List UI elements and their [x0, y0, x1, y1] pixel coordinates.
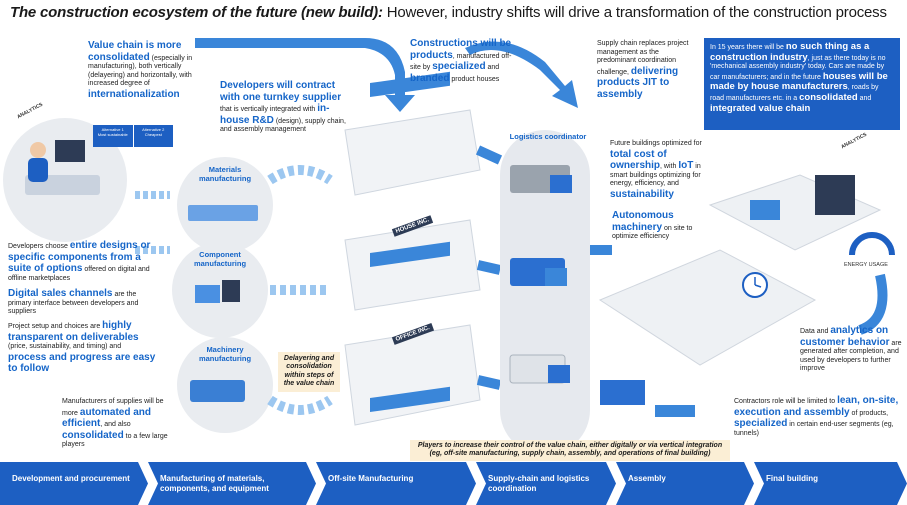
- future-buildings-text: Future buildings optimized for total cos…: [610, 140, 702, 200]
- person-body: [28, 158, 48, 182]
- top-arrow-left: [195, 38, 415, 112]
- page-title: The construction ecosystem of the future…: [10, 4, 887, 21]
- warehouse: [600, 380, 645, 405]
- stage-offsite: Off-site Manufacturing: [316, 462, 476, 505]
- turnkey-heading: Developers will contract with one turnke…: [220, 80, 342, 103]
- value-chain-body: (especially in manufacturing), both vert…: [88, 54, 193, 88]
- players-note: Players to increase their control of the…: [410, 440, 730, 461]
- top-arrow-right: [465, 41, 578, 108]
- title-bold: The construction ecosystem of the future…: [10, 4, 383, 21]
- developers-choose-text: Developers choose entire designs or spec…: [8, 240, 151, 282]
- autonomous-text: Autonomous machinery on site to optimize…: [612, 210, 693, 241]
- factory-top: [344, 109, 481, 196]
- dashed-arrow-1: [267, 165, 333, 185]
- person-head: [30, 142, 46, 158]
- stage-final-building: Final building: [754, 462, 907, 505]
- stage-assembly: Assembly: [616, 462, 754, 505]
- stage-bar: Development and procurement Manufacturin…: [0, 462, 907, 505]
- value-chain-text: Value chain is more consolidated (especi…: [88, 40, 216, 101]
- assembly-site: [598, 249, 817, 366]
- industry-statement-box: In 15 years there will be no such thing …: [704, 38, 900, 130]
- value-chain-heading: Value chain is more consolidated: [88, 40, 182, 63]
- data-analytics-text: Data and analytics on customer behavior …: [800, 325, 902, 373]
- turnkey-text: Developers will contract with one turnke…: [220, 80, 346, 134]
- suppliers-text: Manufacturers of supplies will be more a…: [62, 398, 168, 449]
- stage-development: Development and procurement: [0, 462, 148, 505]
- value-chain-intl: internationalization: [88, 88, 180, 100]
- title-rest: However, industry shifts will drive a tr…: [382, 4, 887, 21]
- energy-usage-label: ENERGY USAGE: [844, 262, 888, 268]
- contractors-text: Contractors role will be limited to lean…: [734, 395, 899, 437]
- monitor-illustration: [55, 140, 85, 162]
- logistics-coordinator-label: Logistics coordinator: [509, 132, 587, 141]
- dashed-arrow-3: [267, 395, 333, 415]
- factory-bottom: [344, 324, 481, 426]
- energy-gauge: [849, 232, 895, 256]
- digital-sales-text: Digital sales channels are the primary i…: [8, 288, 139, 316]
- stage-supply-chain: Supply-chain and logistics coordination: [476, 462, 616, 505]
- component-label: Component manufacturing: [193, 250, 247, 268]
- constructions-text: Constructions will be products, manufact…: [410, 38, 512, 84]
- machinery-label: Machinery manufacturing: [198, 345, 252, 363]
- stage-manufacturing: Manufacturing of materials, components, …: [148, 462, 316, 505]
- supply-chain-text: Supply chain replaces project management…: [597, 40, 689, 100]
- delayering-note: Delayering and consolidation within step…: [278, 352, 340, 392]
- project-setup-text: Project setup and choices are highly tra…: [8, 320, 156, 375]
- factory-mid: [344, 219, 481, 311]
- materials-label: Materials manufacturing: [198, 165, 252, 183]
